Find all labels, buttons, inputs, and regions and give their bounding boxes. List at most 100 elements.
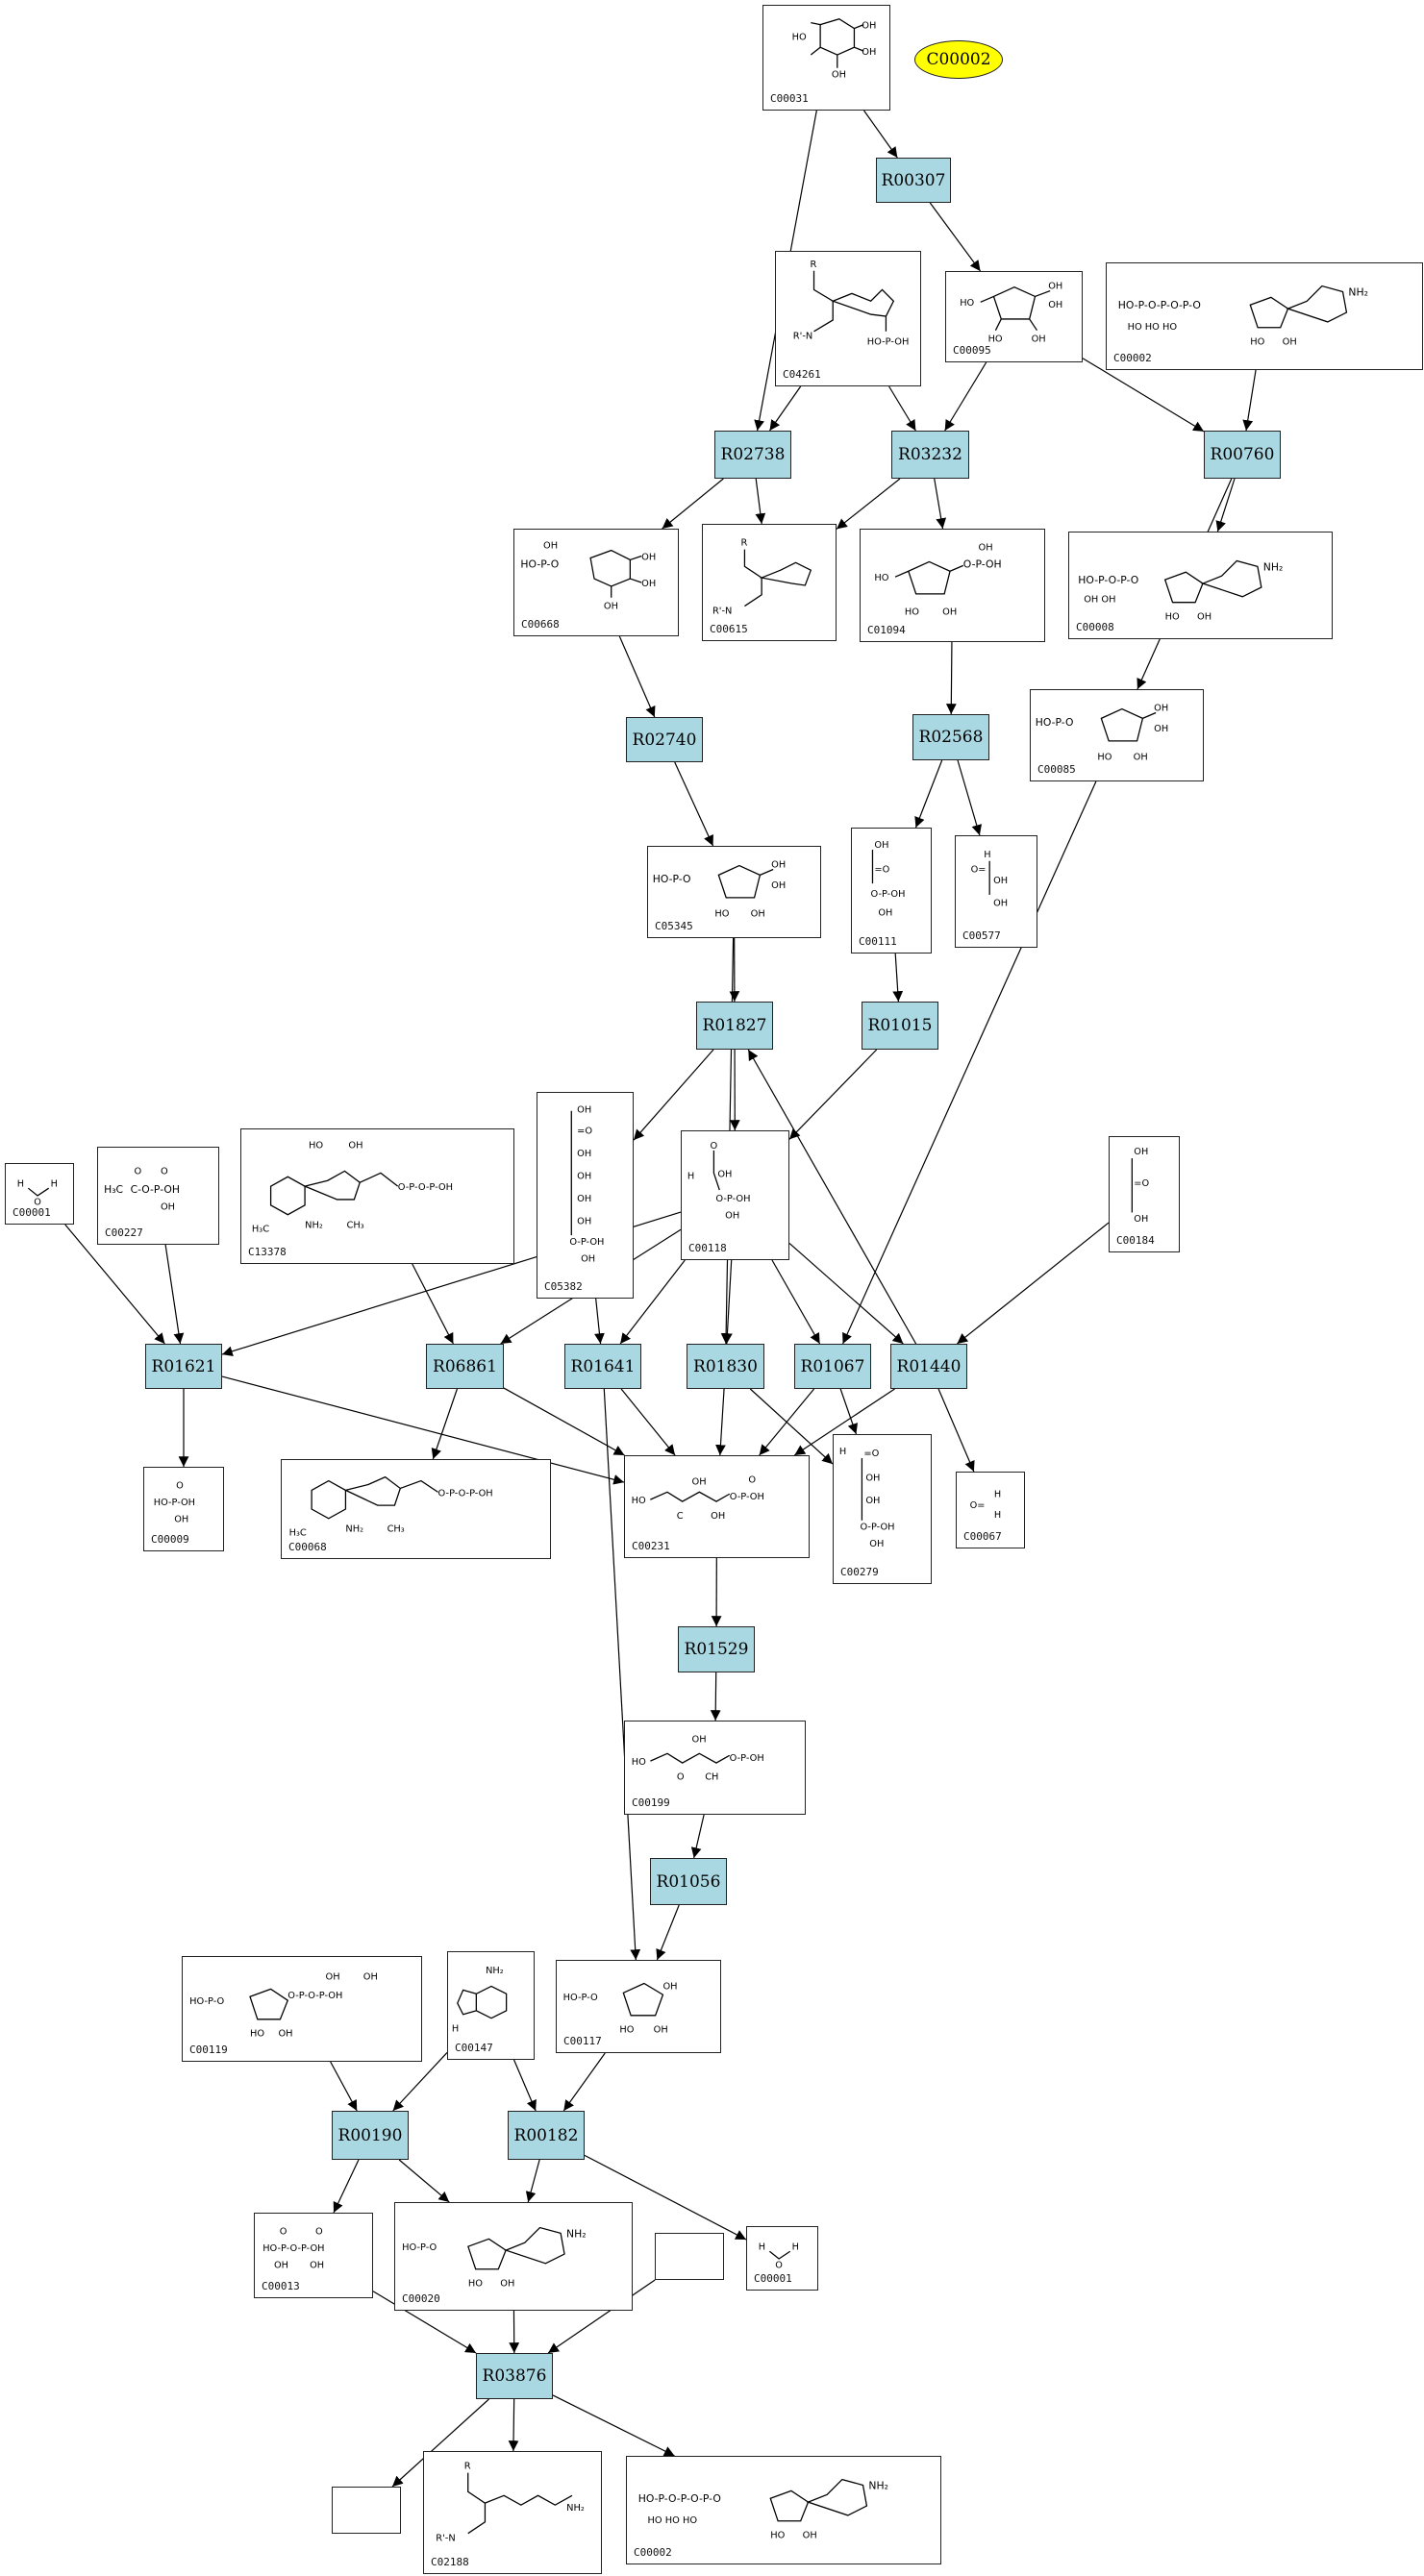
svg-text:NH₂: NH₂ (566, 2503, 585, 2514)
svg-text:NH₂: NH₂ (486, 1966, 504, 1976)
svg-text:H: H (687, 1171, 694, 1181)
edge-arrow (333, 2159, 360, 2214)
reaction-node[interactable]: R01827 (696, 1002, 773, 1050)
svg-text:OH: OH (771, 860, 786, 871)
edge-arrow (793, 1388, 895, 1456)
compound-id: C00020 (402, 2292, 440, 2305)
svg-text:CH₃: CH₃ (346, 1221, 363, 1231)
reaction-node[interactable]: R00182 (508, 2111, 585, 2160)
empty-compound-node[interactable] (332, 2487, 401, 2534)
compound-id: C00085 (1037, 763, 1076, 776)
compound-id: C00001 (12, 1206, 51, 1219)
svg-text:O-P-OH: O-P-OH (715, 1194, 750, 1204)
reaction-node[interactable]: R01830 (687, 1344, 764, 1389)
edge-arrow (392, 2052, 448, 2112)
edge-arrow (562, 2052, 606, 2112)
svg-text:=O: =O (1134, 1178, 1149, 1189)
svg-text:O: O (280, 2227, 287, 2238)
reaction-node[interactable]: R01529 (678, 1626, 755, 1672)
svg-text:O: O (748, 1474, 756, 1485)
edge-arrow (937, 1388, 975, 1473)
svg-text:OH: OH (1032, 334, 1046, 344)
svg-text:O: O (161, 1166, 168, 1177)
svg-text:H: H (994, 1510, 1001, 1521)
reaction-node[interactable]: R01440 (890, 1344, 967, 1389)
compound-id: C00002 (634, 2546, 672, 2559)
svg-text:OH: OH (865, 1474, 880, 1484)
svg-text:OH: OH (711, 1511, 725, 1522)
empty-compound-node[interactable] (655, 2233, 724, 2280)
reaction-node[interactable]: R01056 (650, 1858, 727, 1905)
compound-id: C05382 (544, 1280, 583, 1293)
reaction-node[interactable]: R03876 (476, 2353, 553, 2399)
reaction-node[interactable]: R02740 (626, 717, 703, 762)
compound-id: C00095 (953, 344, 991, 357)
compound-id: C05345 (655, 920, 693, 932)
reaction-node[interactable]: R01641 (564, 1344, 641, 1389)
reaction-node[interactable]: R01621 (145, 1344, 222, 1389)
svg-text:HO-P-OH: HO-P-OH (867, 337, 910, 348)
reaction-node[interactable]: R01067 (794, 1344, 871, 1389)
svg-text:HO HO HO: HO HO HO (1128, 322, 1178, 333)
compound-id: C00577 (962, 929, 1001, 942)
highlight-compound[interactable]: C00002 (914, 40, 1003, 79)
reaction-node[interactable]: R03232 (891, 431, 969, 479)
edge-arrow (398, 2159, 450, 2203)
reaction-node[interactable]: R06861 (426, 1344, 504, 1389)
edge-arrow (584, 2154, 747, 2241)
edge-arrow (957, 1222, 1110, 1345)
edge-arrow (391, 2398, 489, 2488)
svg-text:HO: HO (619, 2024, 634, 2035)
reaction-node[interactable]: R00307 (876, 158, 951, 203)
svg-text:R: R (811, 260, 817, 270)
compound-id: C00068 (288, 1541, 327, 1553)
phosphohistidine-structure-icon: RR'-NHO-P-OH (793, 260, 910, 348)
edge-arrow (674, 761, 714, 847)
reaction-node[interactable]: R02568 (912, 714, 989, 760)
svg-text:HO-P-O-P-O-P-O: HO-P-O-P-O-P-O (1118, 299, 1201, 311)
reaction-node[interactable]: R02738 (714, 431, 791, 479)
reaction-node[interactable]: R01015 (862, 1002, 938, 1050)
svg-text:OH: OH (274, 2261, 288, 2271)
reaction-node[interactable]: R00190 (332, 2111, 409, 2160)
reaction-node[interactable]: R00760 (1204, 431, 1281, 479)
edge-arrow (656, 1904, 680, 1961)
svg-text:O: O (34, 1198, 41, 1208)
